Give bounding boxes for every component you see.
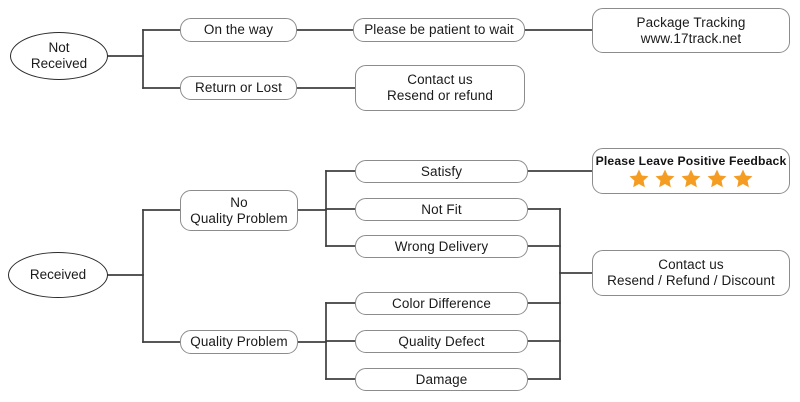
node-wrong-delivery-label: Wrong Delivery (394, 238, 489, 254)
node-quality-problem-label: Quality Problem (190, 334, 288, 350)
node-package-tracking[interactable]: Package Tracking www.17track.net (592, 8, 790, 53)
node-quality-defect[interactable]: Quality Defect (355, 330, 528, 353)
root-received-line1: Received (29, 266, 87, 282)
star-icon[interactable] (681, 169, 701, 188)
star-icon[interactable] (629, 169, 649, 188)
node-on-the-way[interactable]: On the way (180, 18, 297, 42)
node-color-difference-label: Color Difference (392, 295, 491, 311)
node-contact-us-resend-refund[interactable]: Contact us Resend or refund (355, 65, 525, 111)
feedback-title: Please Leave Positive Feedback (595, 154, 787, 168)
star-rating[interactable] (629, 169, 753, 188)
node-no-quality-problem-line1: No (230, 194, 248, 210)
star-icon[interactable] (733, 169, 753, 188)
node-not-fit[interactable]: Not Fit (355, 198, 528, 221)
node-on-the-way-label: On the way (203, 22, 274, 38)
node-contact-discount-line1: Contact us (658, 257, 724, 273)
node-please-be-patient-label: Please be patient to wait (364, 22, 514, 38)
node-damage[interactable]: Damage (355, 368, 528, 391)
node-not-fit-label: Not Fit (421, 201, 462, 217)
node-package-tracking-link[interactable]: www.17track.net (640, 30, 742, 46)
node-quality-problem[interactable]: Quality Problem (180, 330, 298, 354)
node-color-difference[interactable]: Color Difference (355, 292, 528, 315)
node-satisfy[interactable]: Satisfy (355, 160, 528, 183)
node-quality-defect-label: Quality Defect (398, 333, 485, 349)
star-icon[interactable] (655, 169, 675, 188)
node-contact-us-resend-refund-discount[interactable]: Contact us Resend / Refund / Discount (592, 250, 790, 296)
node-contact-discount-line2: Resend / Refund / Discount (607, 273, 775, 288)
node-positive-feedback[interactable]: Please Leave Positive Feedback (592, 148, 790, 194)
node-satisfy-label: Satisfy (420, 163, 463, 179)
node-return-or-lost-label: Return or Lost (195, 80, 282, 96)
node-contact-us-line2: Resend or refund (387, 88, 493, 103)
node-please-be-patient[interactable]: Please be patient to wait (353, 18, 525, 42)
node-no-quality-problem-line2: Quality Problem (190, 210, 288, 226)
node-contact-us-line1: Contact us (407, 72, 473, 88)
root-not-received-line2: Received (30, 56, 88, 71)
root-not-received-line1: Not (48, 39, 70, 55)
star-icon[interactable] (707, 169, 727, 188)
node-package-tracking-line1: Package Tracking (636, 14, 746, 30)
node-damage-label: Damage (415, 371, 468, 387)
node-no-quality-problem[interactable]: No Quality Problem (180, 190, 298, 231)
node-return-or-lost[interactable]: Return or Lost (180, 76, 297, 100)
node-wrong-delivery[interactable]: Wrong Delivery (355, 235, 528, 258)
root-not-received[interactable]: Not Received (10, 32, 108, 80)
root-received[interactable]: Received (8, 252, 108, 298)
